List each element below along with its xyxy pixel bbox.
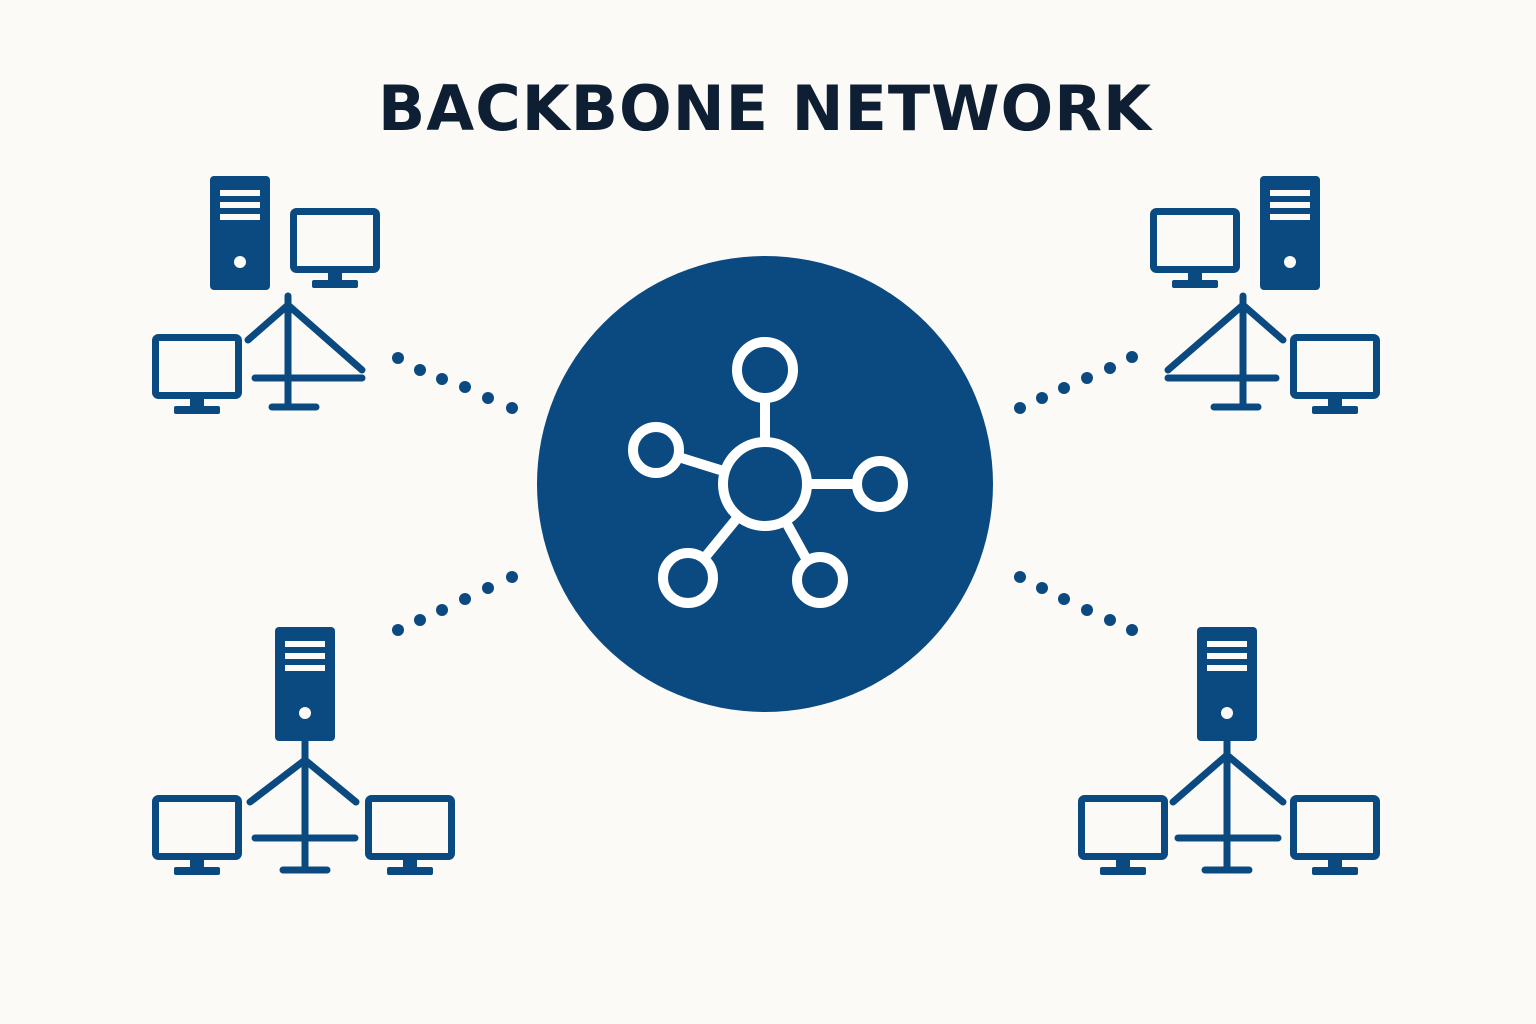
monitor-icon <box>156 799 239 876</box>
server-tower-icon <box>275 627 335 741</box>
cluster-bottom-right <box>1082 627 1377 875</box>
monitor-icon <box>1294 338 1377 415</box>
monitor-icon <box>1154 212 1237 289</box>
cluster-top-right <box>1154 176 1377 414</box>
monitor-icon <box>1294 799 1377 876</box>
monitor-icon <box>1082 799 1165 876</box>
monitor-icon <box>369 799 452 876</box>
dotted-link-bottom-right <box>1014 571 1138 636</box>
network-hub-icon <box>628 337 908 608</box>
monitor-icon <box>156 338 239 415</box>
network-branch <box>246 737 360 874</box>
network-branch <box>244 292 366 411</box>
network-branch <box>1169 737 1287 874</box>
cluster-bottom-left <box>156 627 452 875</box>
server-tower-icon <box>1197 627 1257 741</box>
network-branch <box>1164 292 1287 411</box>
cluster-top-left <box>156 176 377 414</box>
backbone-hub <box>537 256 993 712</box>
diagram-title: BACKBONE NETWORK <box>378 72 1152 145</box>
server-tower-icon <box>210 176 270 290</box>
dotted-link-top-left <box>392 352 518 414</box>
dotted-link-bottom-left <box>392 571 518 636</box>
server-tower-icon <box>1260 176 1320 290</box>
monitor-icon <box>294 212 377 289</box>
dotted-link-top-right <box>1014 351 1138 414</box>
